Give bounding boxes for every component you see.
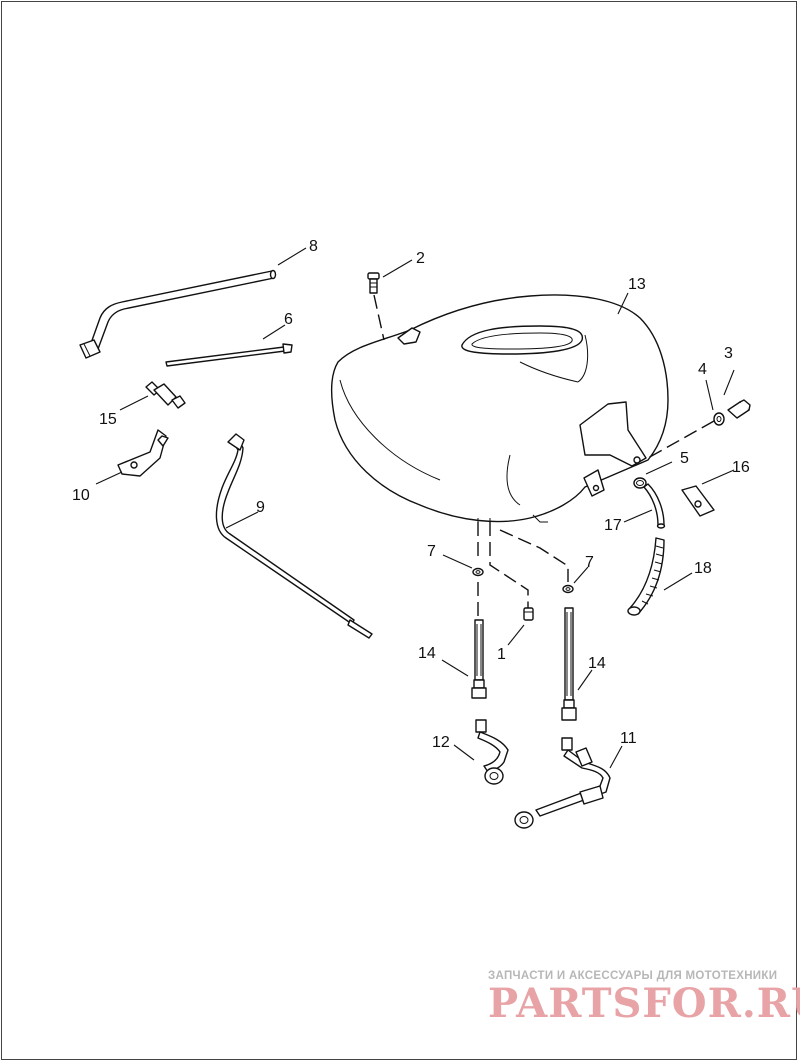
callout-labels: 1 2 3 4 5 6 7 7 8 9 10 11 12 13 14 14 15…	[72, 238, 750, 751]
dashed-line-washer-4	[647, 420, 715, 459]
fitting-12[interactable]	[475, 719, 509, 785]
callout-14b: 14	[588, 655, 606, 672]
screw-2[interactable]	[367, 272, 380, 294]
dashed-line-screw-2	[373, 294, 385, 341]
oil-tank[interactable]	[330, 294, 669, 525]
dashed-line-d	[499, 529, 569, 582]
oil-line-9[interactable]	[215, 433, 373, 639]
watermark-tagline: ЗАПЧАСТИ И АКСЕССУАРЫ ДЛЯ МОТОТЕХНИКИ	[488, 970, 778, 982]
washer-4[interactable]	[713, 412, 725, 426]
callout-8: 8	[309, 238, 318, 255]
callout-7b: 7	[585, 554, 594, 571]
plug-1[interactable]	[523, 607, 534, 621]
washer-7-right[interactable]	[562, 584, 574, 594]
washer-7-left[interactable]	[472, 567, 484, 577]
screw-3[interactable]	[727, 399, 751, 419]
callout-6: 6	[284, 311, 293, 328]
callout-5: 5	[680, 450, 689, 467]
callout-2: 2	[416, 250, 425, 267]
sleeve-18[interactable]	[627, 537, 665, 616]
braided-hose-14-left[interactable]	[471, 619, 487, 699]
callout-leaders	[95, 247, 735, 769]
braided-hose-14-right[interactable]	[561, 607, 577, 721]
callout-11: 11	[620, 730, 637, 747]
callout-16: 16	[732, 459, 750, 476]
hose-17[interactable]	[643, 483, 666, 529]
callout-13: 13	[628, 276, 646, 293]
watermark-brand: PARTSFOR.RU	[488, 980, 800, 1027]
callout-9: 9	[256, 499, 265, 516]
callout-17: 17	[604, 517, 622, 534]
gasket-16[interactable]	[681, 485, 715, 517]
cable-tie-6[interactable]	[165, 343, 293, 367]
check-valve-15[interactable]	[145, 381, 186, 409]
callout-12: 12	[432, 734, 450, 751]
o-ring-5[interactable]	[633, 477, 647, 489]
callout-18: 18	[694, 560, 712, 577]
oil-line-11[interactable]	[514, 737, 611, 829]
callout-7a: 7	[427, 543, 436, 560]
bracket-10[interactable]	[117, 429, 169, 477]
callout-10: 10	[72, 487, 90, 504]
callout-14a: 14	[418, 645, 436, 662]
callout-3: 3	[724, 345, 733, 362]
callout-15: 15	[99, 411, 117, 428]
dashed-line-c	[489, 522, 529, 608]
vent-line-8[interactable]	[79, 269, 277, 359]
callout-1: 1	[497, 646, 506, 663]
callout-4: 4	[698, 361, 707, 378]
